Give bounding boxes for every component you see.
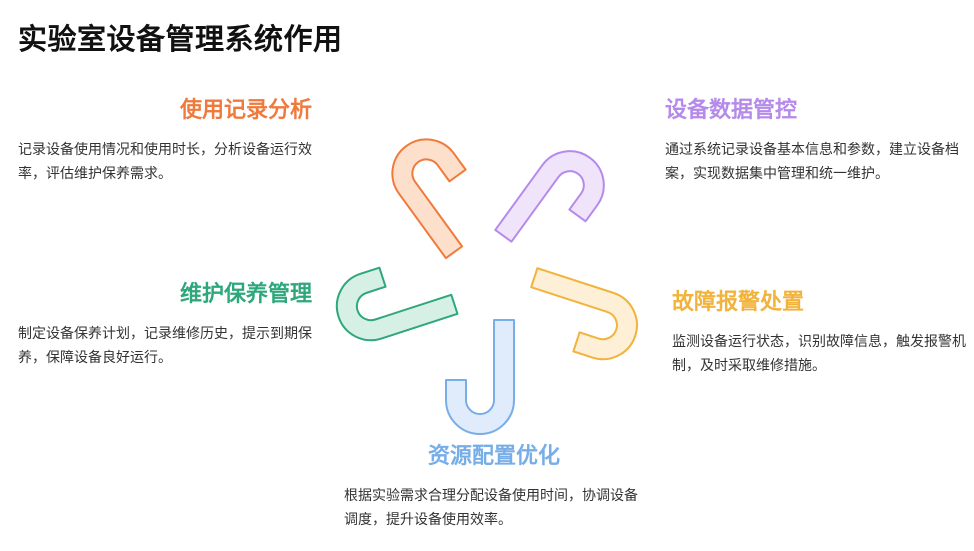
fault-alarm-title: 故障报警处置 [672, 290, 805, 315]
maintenance-block: 维护保养管理 制定设备保养计划，记录维修历史，提示到期保养，保障设备良好运行。 [18, 282, 312, 370]
page-title: 实验室设备管理系统作用 [18, 22, 343, 56]
five-hook-diagram [330, 124, 647, 435]
yellow-hook-shape [515, 267, 647, 370]
maintenance-title: 维护保养管理 [179, 282, 312, 307]
resource-allocation-desc: 根据实验需求合理分配设备使用时间，协调设备调度，提升设备使用效率。 [344, 488, 638, 529]
resource-allocation-title: 资源配置优化 [427, 444, 560, 469]
purple-hook-shape [494, 136, 619, 271]
usage-analysis-block: 使用记录分析 记录设备使用情况和使用时长，分析设备运行效率，评估维护保养需求。 [18, 98, 312, 186]
usage-analysis-title: 使用记录分析 [179, 98, 312, 123]
usage-analysis-desc: 记录设备使用情况和使用时长，分析设备运行效率，评估维护保养需求。 [18, 142, 312, 183]
blue-hook-shape [445, 319, 515, 435]
resource-allocation-block: 资源配置优化 根据实验需求合理分配设备使用时间，协调设备调度，提升设备使用效率。 [344, 444, 644, 532]
data-control-desc: 通过系统记录设备基本信息和参数，建立设备档案，实现数据集中管理和统一维护。 [665, 142, 959, 183]
fault-alarm-desc: 监测设备运行状态，识别故障信息，触发报警机制，及时采取维修措施。 [672, 334, 966, 375]
data-control-block: 设备数据管控 通过系统记录设备基本信息和参数，建立设备档案，实现数据集中管理和统… [665, 98, 965, 186]
data-control-title: 设备数据管控 [665, 98, 798, 123]
green-hook-shape [330, 248, 459, 351]
maintenance-desc: 制定设备保养计划，记录维修历史，提示到期保养，保障设备良好运行。 [18, 326, 312, 367]
orange-hook-shape [377, 124, 502, 260]
fault-alarm-block: 故障报警处置 监测设备运行状态，识别故障信息，触发报警机制，及时采取维修措施。 [672, 290, 968, 378]
